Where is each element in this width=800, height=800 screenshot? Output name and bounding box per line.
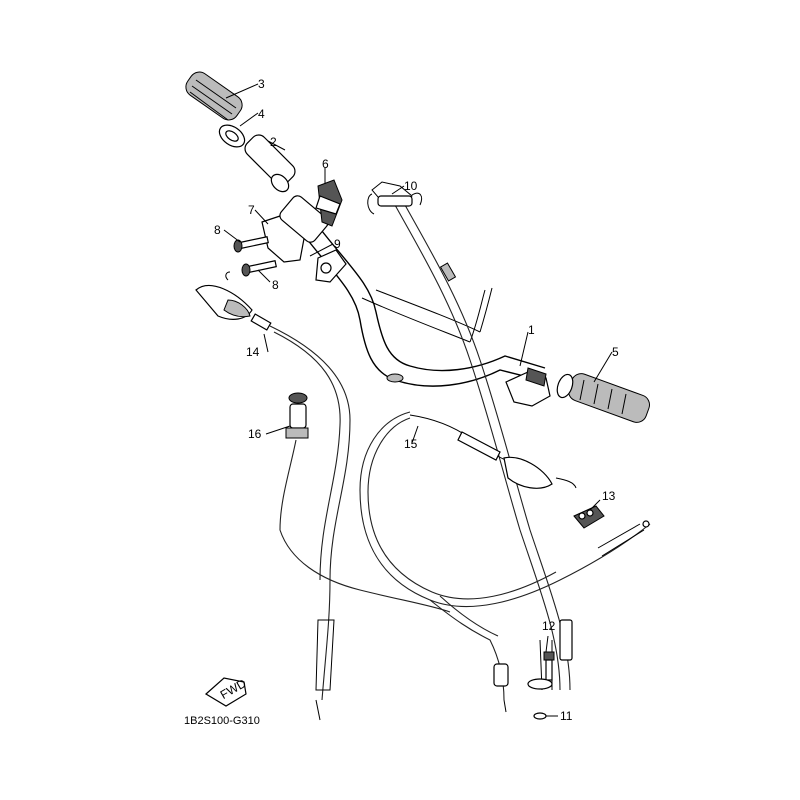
leader-lines xyxy=(223,83,613,717)
lever-holder xyxy=(261,195,329,263)
callout-9: 9 xyxy=(334,237,341,251)
throttle-cables xyxy=(367,181,571,691)
lower-cables xyxy=(429,595,573,713)
callout-2: 2 xyxy=(270,135,277,149)
callout-10: 10 xyxy=(404,179,418,193)
callout-14: 14 xyxy=(246,345,260,359)
callout-7: 7 xyxy=(248,203,255,217)
right-lever-holder xyxy=(505,367,551,407)
cable-15 xyxy=(359,411,651,607)
handlebar xyxy=(299,221,546,387)
grip-left xyxy=(185,71,243,121)
callout-8-lower: 8 xyxy=(272,278,279,292)
diagram-code: 1B2S100-G310 xyxy=(184,715,260,727)
callout-1: 1 xyxy=(528,323,535,337)
callout-6: 6 xyxy=(322,157,329,171)
screw-upper xyxy=(233,236,269,253)
callout-13: 13 xyxy=(602,489,616,503)
throttle-tube xyxy=(244,134,296,193)
callout-16: 16 xyxy=(248,427,262,441)
callout-5: 5 xyxy=(612,345,619,359)
callout-15: 15 xyxy=(404,437,418,451)
callout-8-upper: 8 xyxy=(214,223,221,237)
holder-bracket xyxy=(315,249,347,283)
screw-lower xyxy=(241,260,277,277)
grip-washer xyxy=(218,124,246,148)
adjuster-16 xyxy=(279,392,451,613)
callout-12: 12 xyxy=(542,619,556,633)
oring-11 xyxy=(533,712,547,720)
lever xyxy=(315,179,343,227)
cable-holder-13 xyxy=(573,505,605,529)
bolt-12 xyxy=(527,651,555,690)
callouts: 1 2 3 4 5 6 7 8 8 9 10 11 12 13 14 15 16 xyxy=(214,77,619,723)
callout-11: 11 xyxy=(560,709,573,723)
callout-4: 4 xyxy=(258,107,265,121)
callout-3: 3 xyxy=(258,77,265,91)
fwd-arrow: FWD xyxy=(204,676,249,707)
grip-right xyxy=(556,373,650,423)
cable-14 xyxy=(195,271,351,721)
